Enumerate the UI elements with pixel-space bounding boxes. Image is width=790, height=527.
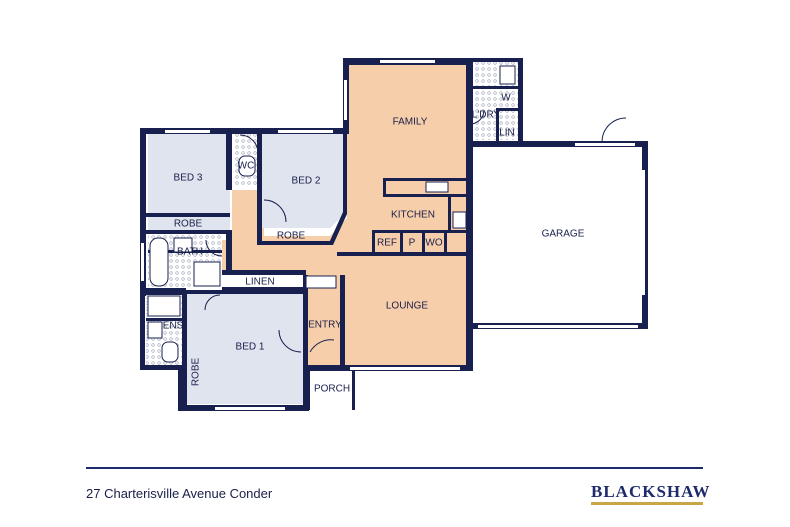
entry-stair [305, 275, 337, 289]
sink [425, 181, 449, 193]
label-bed2: BED 2 [292, 176, 321, 187]
label-family: FAMILY [393, 117, 428, 128]
label-lin: LIN [499, 128, 515, 139]
brand-logo-text: BLACKSHAW [591, 482, 711, 501]
label-pantry: P [409, 238, 416, 249]
property-address: 27 Charterisville Avenue Conder [86, 486, 273, 501]
label-ref: REF [377, 238, 397, 249]
label-garage: GARAGE [542, 229, 585, 240]
label-ens: ENS [163, 321, 184, 332]
windows [141, 60, 645, 410]
laundry-tub [499, 65, 516, 85]
label-wo: WO [425, 238, 442, 249]
label-bed3: BED 3 [174, 173, 203, 184]
fixtures [147, 65, 627, 363]
ens-vanity [147, 321, 163, 339]
floor-plan: FAMILY L'DRY W LIN BED 3 WC BED 2 KITCHE… [140, 58, 648, 411]
brand-underline [591, 502, 703, 505]
label-porch: PORCH [314, 384, 350, 395]
vanity [173, 237, 193, 253]
label-bath: BATH [177, 247, 203, 258]
footer-divider [86, 467, 703, 469]
label-lounge: LOUNGE [386, 301, 429, 312]
wc-toilet [238, 155, 256, 177]
ens-shower [147, 295, 181, 317]
bed2-fill [262, 134, 346, 228]
label-entry: ENTRY [308, 320, 342, 331]
hallway-fill [222, 190, 347, 275]
shower [193, 261, 221, 287]
bathtub [149, 237, 169, 287]
label-w: W [501, 93, 511, 104]
label-robe-bed2: ROBE [277, 231, 306, 242]
label-robe-bed1: ROBE [191, 358, 202, 387]
label-robe-bed3: ROBE [174, 219, 203, 230]
room-labels: FAMILY L'DRY W LIN BED 3 WC BED 2 KITCHE… [163, 93, 585, 395]
bed1-fill [186, 294, 304, 404]
ens-toilet [161, 341, 179, 363]
label-laundry: L'DRY [472, 110, 501, 121]
label-kitchen: KITCHEN [391, 210, 435, 221]
label-linen: LINEN [245, 277, 274, 288]
family-area-fill [347, 65, 470, 255]
label-wc: WC [238, 161, 255, 172]
label-bed1: BED 1 [236, 342, 265, 353]
entry-fill [306, 290, 346, 365]
cooktop [452, 211, 467, 229]
